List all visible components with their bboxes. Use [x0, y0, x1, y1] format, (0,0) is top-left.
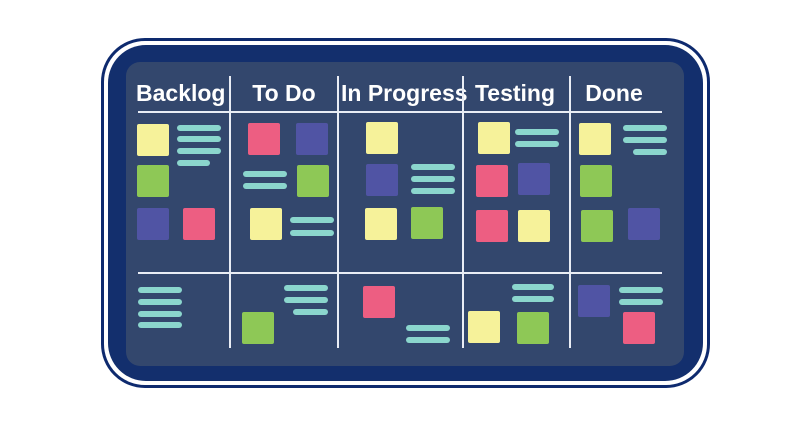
sticky-note-blue[interactable]: [296, 123, 328, 155]
task-text-line: [284, 285, 328, 291]
column-divider: [462, 76, 464, 348]
sticky-note-yellow[interactable]: [518, 210, 550, 242]
task-text-line: [177, 160, 210, 166]
task-text-line: [411, 188, 455, 194]
sticky-note-pink[interactable]: [476, 210, 508, 242]
task-text-line: [290, 217, 334, 223]
column-title-backlog: Backlog: [136, 80, 226, 106]
task-text-line: [411, 176, 455, 182]
task-text-line: [619, 287, 663, 293]
sticky-note-blue[interactable]: [137, 208, 169, 240]
sticky-note-yellow[interactable]: [250, 208, 282, 240]
task-text-line: [138, 287, 182, 293]
column-divider: [229, 76, 231, 348]
sticky-note-yellow[interactable]: [366, 122, 398, 154]
task-text-line: [284, 297, 328, 303]
sticky-note-pink[interactable]: [476, 165, 508, 197]
sticky-note-pink[interactable]: [623, 312, 655, 344]
task-text-line: [177, 136, 221, 142]
task-text-line: [138, 311, 182, 317]
task-text-line: [177, 148, 221, 154]
task-text-line: [512, 284, 554, 290]
sticky-note-green[interactable]: [297, 165, 329, 197]
sticky-note-yellow[interactable]: [365, 208, 397, 240]
task-text-line: [290, 230, 334, 236]
sticky-note-blue[interactable]: [578, 285, 610, 317]
sticky-note-green[interactable]: [581, 210, 613, 242]
sticky-note-yellow[interactable]: [579, 123, 611, 155]
column-title-testing: Testing: [474, 80, 556, 106]
column-title-in-progress: In Progress: [341, 80, 468, 106]
task-text-line: [633, 149, 667, 155]
task-text-line: [623, 137, 667, 143]
task-text-line: [515, 129, 559, 135]
sticky-note-yellow[interactable]: [468, 311, 500, 343]
sticky-note-blue[interactable]: [366, 164, 398, 196]
task-text-line: [406, 325, 450, 331]
sticky-note-blue[interactable]: [518, 163, 550, 195]
task-text-line: [243, 183, 287, 189]
sticky-note-green[interactable]: [580, 165, 612, 197]
task-text-line: [138, 322, 182, 328]
column-title-todo: To Do: [252, 80, 316, 106]
sticky-note-green[interactable]: [517, 312, 549, 344]
sticky-note-pink[interactable]: [183, 208, 215, 240]
column-divider: [569, 76, 571, 348]
sticky-note-green[interactable]: [242, 312, 274, 344]
header-divider: [138, 111, 662, 113]
sticky-note-pink[interactable]: [248, 123, 280, 155]
sticky-note-green[interactable]: [137, 165, 169, 197]
task-text-line: [293, 309, 328, 315]
swimlane-divider: [138, 272, 662, 274]
column-divider: [337, 76, 339, 348]
task-text-line: [515, 141, 559, 147]
task-text-line: [619, 299, 663, 305]
task-text-line: [623, 125, 667, 131]
task-text-line: [512, 296, 554, 302]
task-text-line: [243, 171, 287, 177]
task-text-line: [406, 337, 450, 343]
sticky-note-pink[interactable]: [363, 286, 395, 318]
sticky-note-blue[interactable]: [628, 208, 660, 240]
column-title-done: Done: [585, 80, 643, 106]
sticky-note-green[interactable]: [411, 207, 443, 239]
task-text-line: [411, 164, 455, 170]
sticky-note-yellow[interactable]: [478, 122, 510, 154]
task-text-line: [138, 299, 182, 305]
task-text-line: [177, 125, 221, 131]
sticky-note-yellow[interactable]: [137, 124, 169, 156]
